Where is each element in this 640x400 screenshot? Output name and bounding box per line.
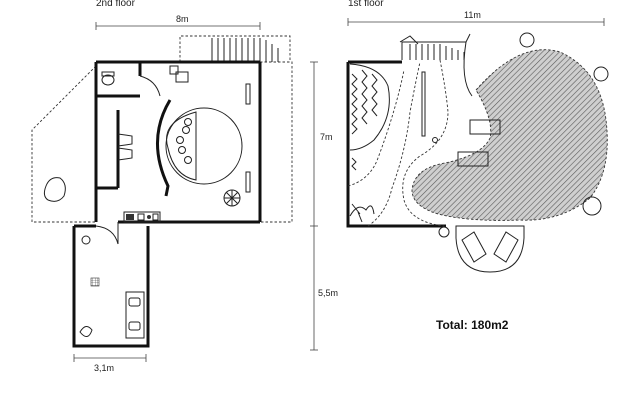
total-area: Total: 180m2 xyxy=(436,318,509,332)
staircase-top xyxy=(179,35,291,62)
upper-bathroom xyxy=(96,62,189,98)
lamp-circle xyxy=(438,226,450,238)
garden-path-edge-2 xyxy=(367,61,421,227)
lower-depth-label: 5,5m xyxy=(318,288,338,298)
boulder xyxy=(43,177,66,202)
left-terrace-outline xyxy=(31,65,97,223)
lower-room-walls xyxy=(72,226,150,348)
double-sink xyxy=(125,291,145,339)
sun-lounger-2 xyxy=(457,151,489,167)
first-floor-width-label: 11m xyxy=(464,10,481,20)
window-marker-2 xyxy=(245,171,251,193)
sink-icon xyxy=(175,71,189,83)
plant-icon xyxy=(223,189,241,207)
second-floor-plan: 8m xyxy=(31,14,293,373)
tree-icon xyxy=(349,203,375,223)
second-floor-width-dimension: 8m xyxy=(95,14,261,30)
window-marker xyxy=(245,83,251,105)
handrail xyxy=(421,71,426,137)
pool-deck-outline xyxy=(402,59,449,227)
round-room xyxy=(165,107,243,185)
garden-bed xyxy=(349,63,390,171)
sun-lounger xyxy=(469,119,501,135)
entry-door-swing xyxy=(95,225,119,245)
entry-stairs xyxy=(399,33,471,60)
kitchen-counter xyxy=(123,211,161,223)
first-floor-width-dimension: 11m xyxy=(347,10,605,26)
natural-pool xyxy=(411,49,608,221)
round-bed xyxy=(166,111,197,181)
terrace-edge xyxy=(463,41,473,97)
vertical-dimensions: 7m 5,5m xyxy=(310,61,338,351)
lamp-icon xyxy=(81,235,91,245)
second-floor-title: 2nd floor xyxy=(96,0,136,9)
tree-circle-2 xyxy=(593,66,609,82)
round-terrace xyxy=(455,225,525,273)
wardrobe xyxy=(96,110,133,190)
toilet-icon xyxy=(101,74,115,86)
second-floor-depth-dimension: 3,1m xyxy=(73,354,147,373)
curved-wall xyxy=(156,99,172,197)
first-floor-title: 1st floor xyxy=(348,0,384,9)
second-floor-depth-label: 3,1m xyxy=(94,363,114,373)
first-floor-plan: 11m xyxy=(346,10,609,273)
right-terrace-outline xyxy=(260,61,293,223)
drain-icon xyxy=(90,277,100,287)
tree-circle xyxy=(519,32,535,48)
rock-icon xyxy=(79,326,93,337)
door-marker xyxy=(169,65,179,75)
garden-path-edge xyxy=(347,69,405,187)
tree-circle-3 xyxy=(582,196,602,216)
first-floor-walls xyxy=(346,62,446,228)
second-floor-width-label: 8m xyxy=(176,14,189,24)
upper-depth-label: 7m xyxy=(320,132,333,142)
